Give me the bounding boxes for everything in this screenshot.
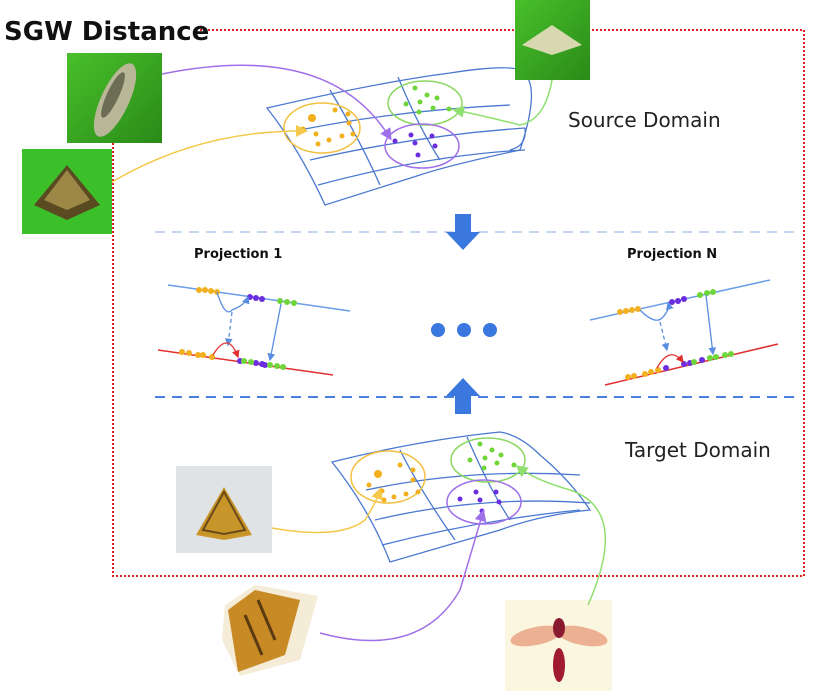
source-image-2[interactable]: [22, 149, 112, 234]
link-target-yellow: [271, 487, 383, 534]
projection-1-label: Projection 1: [194, 247, 282, 262]
source-clusters: [283, 80, 463, 169]
source-image-3[interactable]: [515, 0, 590, 80]
frame-border: [112, 29, 805, 577]
link-target-green: [515, 465, 606, 606]
link-target-purple: [319, 509, 487, 642]
up-arrow-icon: [446, 378, 480, 414]
target-image-1[interactable]: [176, 466, 272, 553]
source-domain-label: Source Domain: [568, 108, 721, 132]
down-arrow-icon: [446, 214, 480, 250]
target-image-2[interactable]: [222, 585, 318, 676]
projection-1: [157, 284, 351, 376]
target-domain-label: Target Domain: [624, 438, 771, 462]
link-source-yellow: [111, 124, 308, 183]
diagram-title: SGW Distance: [4, 17, 209, 47]
projection-n: [589, 279, 779, 386]
source-manifold: [265, 67, 533, 206]
link-source-green: [452, 79, 553, 126]
projection-n-label: Projection N: [627, 247, 717, 262]
ellipsis-dots: [431, 323, 497, 337]
target-image-3[interactable]: [505, 600, 612, 691]
source-image-1[interactable]: [67, 53, 162, 143]
link-source-purple: [161, 64, 392, 141]
target-clusters: [350, 437, 526, 525]
